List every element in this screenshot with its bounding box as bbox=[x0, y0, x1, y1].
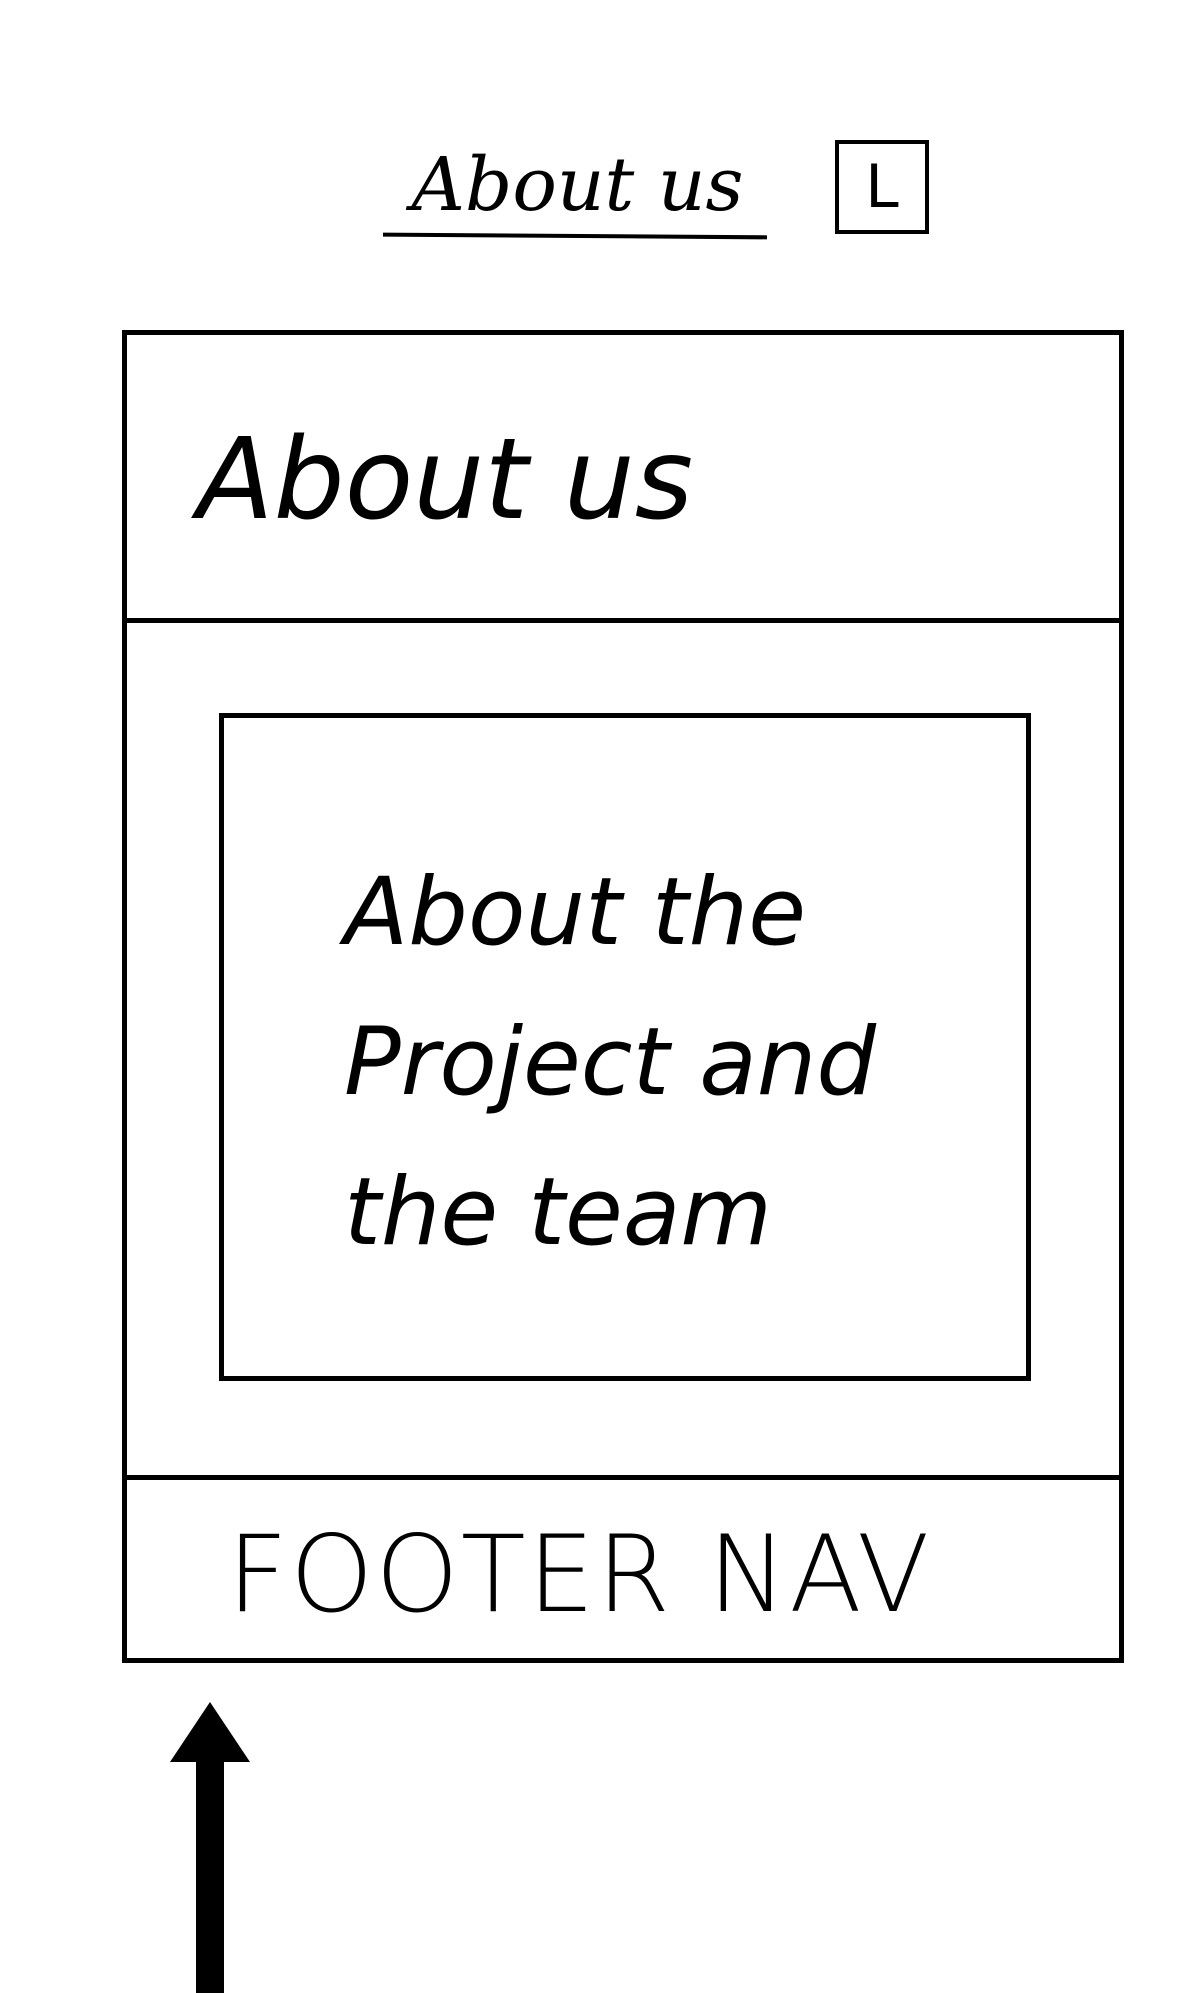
language-toggle-button[interactable]: L bbox=[835, 140, 929, 234]
content-text: About the Project and the team bbox=[344, 858, 877, 1267]
footer-nav[interactable]: FOOTER NAV bbox=[127, 1475, 1119, 1663]
header-label: About us bbox=[197, 415, 694, 545]
arrow-up-icon[interactable] bbox=[168, 1700, 252, 1993]
footer-nav-label: FOOTER NAV bbox=[227, 1513, 932, 1636]
page-title: About us bbox=[411, 142, 744, 228]
header-section: About us bbox=[127, 335, 1119, 623]
content-box: About the Project and the team bbox=[219, 713, 1031, 1381]
wireframe-frame: About us About the Project and the team … bbox=[122, 330, 1124, 1663]
